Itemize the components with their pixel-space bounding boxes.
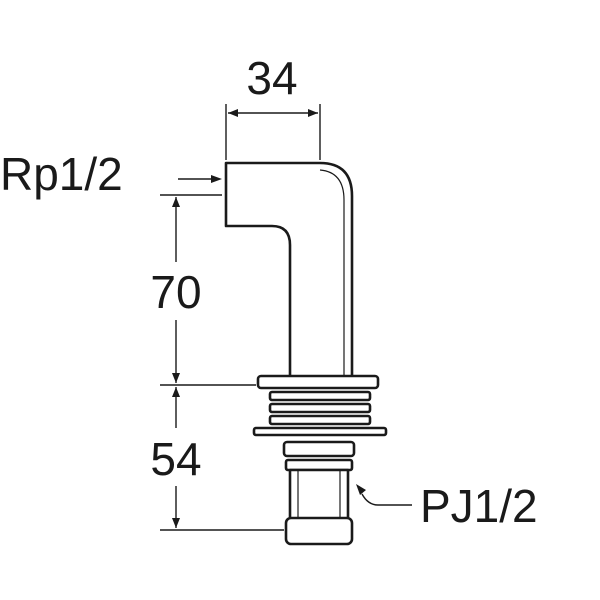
height54-label-bg (138, 428, 214, 486)
outlet-thread-label: PJ1/2 (420, 480, 538, 532)
washer-2 (268, 402, 372, 414)
width-label: 34 (246, 52, 297, 104)
lock-nut (282, 440, 356, 458)
inlet-arrow (211, 175, 222, 183)
height70-label: 70 (150, 266, 201, 318)
inlet-thread-label: Rp1/2 (0, 148, 123, 200)
width-arrow-right (308, 109, 318, 117)
elbow-inner-line (319, 169, 345, 376)
threaded-shank (288, 468, 350, 522)
base-flange (256, 374, 380, 390)
elbow-body (224, 161, 354, 380)
outlet-arrow (356, 484, 366, 495)
lock-nut-lower (284, 458, 354, 472)
washer-1 (268, 390, 372, 402)
tail-cap (284, 516, 354, 546)
height54-arrow-bottom (172, 518, 180, 528)
height54-label: 54 (150, 433, 201, 485)
washer-3 (268, 414, 372, 426)
height70-label-bg (138, 262, 214, 320)
height54-arrow-top (172, 387, 180, 397)
gasket (252, 426, 388, 437)
outlet-leader (361, 493, 412, 506)
width-arrow-left (228, 109, 238, 117)
height70-arrow-top (172, 197, 180, 207)
height70-arrow-bottom (172, 373, 180, 383)
